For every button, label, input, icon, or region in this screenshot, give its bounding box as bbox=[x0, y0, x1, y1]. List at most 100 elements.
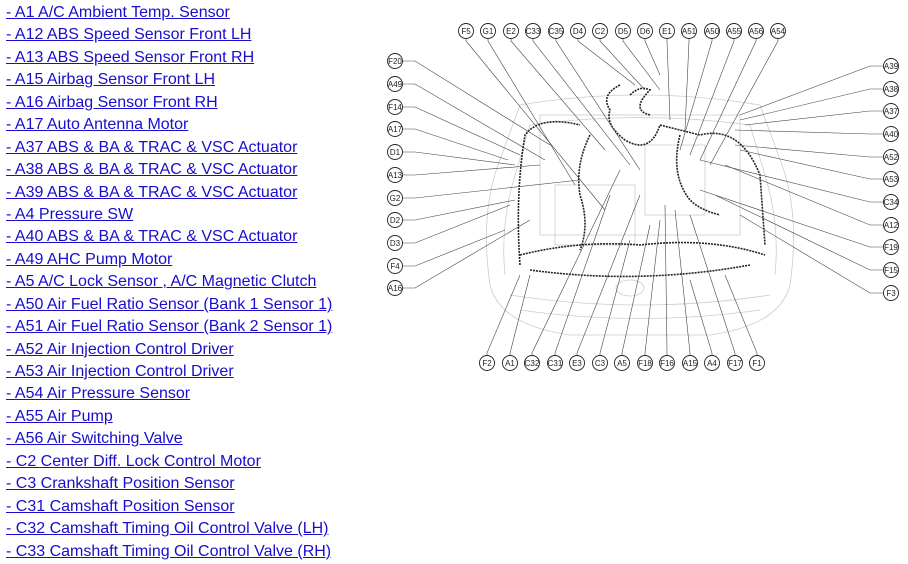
connector-link[interactable]: - A51 Air Fuel Ratio Sensor (Bank 2 Sens… bbox=[6, 318, 333, 336]
svg-text:F3: F3 bbox=[886, 289, 896, 298]
connector-link[interactable]: - A39 ABS & BA & TRAC & VSC Actuator bbox=[6, 183, 298, 201]
svg-text:C31: C31 bbox=[548, 359, 563, 368]
callout-f5: F5 bbox=[458, 23, 474, 39]
svg-text:D6: D6 bbox=[640, 27, 651, 36]
connector-link[interactable]: - A16 Airbag Sensor Front RH bbox=[6, 93, 218, 111]
connector-link[interactable]: - A37 ABS & BA & TRAC & VSC Actuator bbox=[6, 138, 298, 156]
connector-link[interactable]: - A53 Air Injection Control Driver bbox=[6, 363, 234, 380]
leader-line bbox=[486, 274, 521, 363]
connector-link[interactable]: - A5 A/C Lock Sensor , A/C Magnetic Clut… bbox=[6, 273, 317, 291]
list-item: - A49 AHC Pump Motor bbox=[6, 250, 332, 272]
connector-link[interactable]: - A15 Airbag Sensor Front LH bbox=[6, 71, 215, 89]
connector-link[interactable]: - A54 Air Pressure Sensor bbox=[6, 385, 191, 403]
svg-text:A5: A5 bbox=[617, 359, 627, 368]
svg-text:F19: F19 bbox=[884, 243, 898, 252]
callout-a53: A53 bbox=[883, 171, 899, 187]
svg-text:A49: A49 bbox=[388, 80, 403, 89]
callout-e1: E1 bbox=[659, 23, 675, 39]
connector-link[interactable]: - C33 Camshaft Timing Oil Control Valve … bbox=[6, 542, 332, 560]
connector-link[interactable]: - A38 ABS & BA & TRAC & VSC Actuator bbox=[6, 161, 298, 179]
callout-f16: F16 bbox=[659, 355, 675, 371]
list-item: - A13 ABS Speed Sensor Front RH bbox=[6, 48, 332, 70]
leader-line bbox=[395, 106, 521, 156]
callout-a38: A38 bbox=[883, 81, 899, 97]
connector-link[interactable]: - C31 Camshaft Position Sensor bbox=[6, 497, 235, 515]
callout-f1: F1 bbox=[749, 355, 765, 371]
svg-text:D5: D5 bbox=[618, 27, 629, 36]
leader-line bbox=[644, 219, 661, 363]
callout-a39: A39 bbox=[883, 58, 899, 74]
leader-line bbox=[531, 169, 621, 363]
svg-text:E1: E1 bbox=[662, 27, 672, 36]
leader-line bbox=[509, 274, 531, 363]
svg-text:A39: A39 bbox=[884, 62, 899, 71]
svg-text:A17: A17 bbox=[388, 125, 403, 134]
leader-line bbox=[395, 128, 509, 161]
svg-text:F16: F16 bbox=[660, 359, 674, 368]
vehicle-outline bbox=[486, 94, 794, 336]
connector-link[interactable]: - C3 Crankshaft Position Sensor bbox=[6, 475, 235, 493]
connector-link[interactable]: - A17 Auto Antenna Motor bbox=[6, 116, 189, 134]
svg-text:A16: A16 bbox=[388, 284, 403, 293]
callout-d4: D4 bbox=[570, 23, 586, 39]
svg-text:A13: A13 bbox=[388, 171, 403, 180]
connector-link[interactable]: - A12 ABS Speed Sensor Front LH bbox=[6, 26, 252, 44]
connector-link[interactable]: - A1 A/C Ambient Temp. Sensor bbox=[6, 4, 230, 21]
leader-line bbox=[734, 144, 891, 158]
list-item: - A37 ABS & BA & TRAC & VSC Actuator bbox=[6, 138, 332, 160]
svg-text:A38: A38 bbox=[884, 85, 899, 94]
list-item: - A52 Air Injection Control Driver bbox=[6, 340, 332, 362]
leader-line bbox=[699, 31, 757, 161]
callout-d1: D1 bbox=[387, 144, 403, 160]
callout-f15: F15 bbox=[883, 262, 899, 278]
svg-text:F20: F20 bbox=[388, 57, 402, 66]
callout-a40: A40 bbox=[883, 126, 899, 142]
list-item: - A38 ABS & BA & TRAC & VSC Actuator bbox=[6, 160, 332, 182]
connector-link[interactable]: - A52 Air Injection Control Driver bbox=[6, 340, 234, 358]
leader-line bbox=[724, 274, 758, 363]
svg-text:E2: E2 bbox=[506, 27, 516, 36]
leader-line bbox=[689, 279, 713, 363]
list-item: - A39 ABS & BA & TRAC & VSC Actuator bbox=[6, 183, 332, 205]
callout-a49: A49 bbox=[387, 76, 403, 92]
connector-link[interactable]: - A56 Air Switching Valve bbox=[6, 430, 183, 448]
svg-text:F18: F18 bbox=[638, 359, 652, 368]
callout-a4: A4 bbox=[704, 355, 720, 371]
leader-line bbox=[532, 31, 631, 166]
leader-line bbox=[739, 65, 891, 116]
list-item: - A55 Air Pump bbox=[6, 407, 332, 429]
connector-link[interactable]: - A49 AHC Pump Motor bbox=[6, 250, 173, 268]
connector-link[interactable]: - A55 Air Pump bbox=[6, 407, 113, 425]
leader-line bbox=[709, 31, 779, 166]
svg-text:A52: A52 bbox=[884, 153, 899, 162]
svg-text:F15: F15 bbox=[884, 266, 898, 275]
leader-line bbox=[599, 31, 646, 91]
leader-line bbox=[664, 204, 668, 363]
callout-a16: A16 bbox=[387, 280, 403, 296]
callout-d2: D2 bbox=[387, 212, 403, 228]
svg-text:A37: A37 bbox=[884, 107, 899, 116]
svg-text:G2: G2 bbox=[390, 194, 401, 203]
callout-c35: C35 bbox=[548, 23, 564, 39]
connector-link[interactable]: - A50 Air Fuel Ratio Sensor (Bank 1 Sens… bbox=[6, 295, 333, 313]
svg-text:A40: A40 bbox=[884, 130, 899, 139]
leader-line bbox=[465, 31, 606, 211]
connector-link[interactable]: - A40 ABS & BA & TRAC & VSC Actuator bbox=[6, 228, 298, 246]
leader-line bbox=[487, 31, 576, 186]
list-item: - C2 Center Diff. Lock Control Motor bbox=[6, 452, 332, 474]
callout-f3: F3 bbox=[883, 285, 899, 301]
list-item: - A51 Air Fuel Ratio Sensor (Bank 2 Sens… bbox=[6, 317, 332, 339]
callout-a17: A17 bbox=[387, 121, 403, 137]
leader-line bbox=[395, 219, 531, 289]
callout-a15: A15 bbox=[682, 355, 698, 371]
callout-e3: E3 bbox=[569, 355, 585, 371]
callout-g1: G1 bbox=[480, 23, 496, 39]
connector-link[interactable]: - C32 Camshaft Timing Oil Control Valve … bbox=[6, 520, 329, 538]
connector-link[interactable]: - C2 Center Diff. Lock Control Motor bbox=[6, 452, 261, 470]
connector-link[interactable]: - A13 ABS Speed Sensor Front RH bbox=[6, 48, 255, 66]
svg-text:C2: C2 bbox=[595, 27, 606, 36]
connector-link[interactable]: - A4 Pressure SW bbox=[6, 205, 134, 223]
leader-line bbox=[714, 194, 891, 271]
list-item: - A1 A/C Ambient Temp. Sensor bbox=[6, 3, 332, 25]
